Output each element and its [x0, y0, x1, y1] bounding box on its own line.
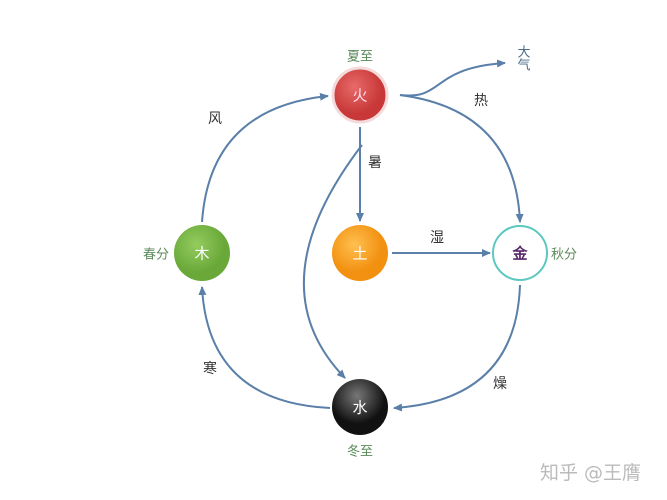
- arrow-wood-to-fire: [201, 92, 329, 223]
- dampness-label: 湿: [430, 230, 444, 246]
- autumn-equinox-label: 秋分: [550, 247, 578, 263]
- fire-label: 火: [352, 86, 368, 105]
- dryness-label: 燥: [493, 376, 507, 392]
- atmosphere-label: 大气: [514, 45, 530, 71]
- summer-solstice-label: 夏至: [346, 49, 374, 65]
- arrow-fire-to-atmosphere: [399, 59, 506, 97]
- wood-node: [174, 225, 230, 281]
- arrow-metal-to-water: [393, 284, 521, 412]
- earth-node: [332, 225, 388, 281]
- earth-label: 土: [352, 244, 368, 263]
- spring-equinox-label: 春分: [142, 247, 170, 263]
- cold-label: 寒: [203, 361, 217, 377]
- watermark: 知乎 @王膺: [540, 462, 642, 484]
- wind-label: 风: [208, 111, 222, 127]
- metal-label: 金: [512, 244, 528, 263]
- water-node: [332, 379, 388, 435]
- arrow-water-to-wood: [198, 286, 331, 409]
- arrow-fire-to-water: [302, 144, 363, 379]
- fire-node: [331, 66, 389, 124]
- arrow-fire-to-metal: [399, 94, 524, 223]
- heat-label: 热: [474, 93, 488, 109]
- summer-heat-label: 暑: [368, 155, 382, 171]
- water-label: 水: [352, 398, 368, 417]
- wood-label: 木: [194, 244, 210, 263]
- metal-node: [492, 225, 548, 281]
- winter-solstice-label: 冬至: [346, 444, 374, 460]
